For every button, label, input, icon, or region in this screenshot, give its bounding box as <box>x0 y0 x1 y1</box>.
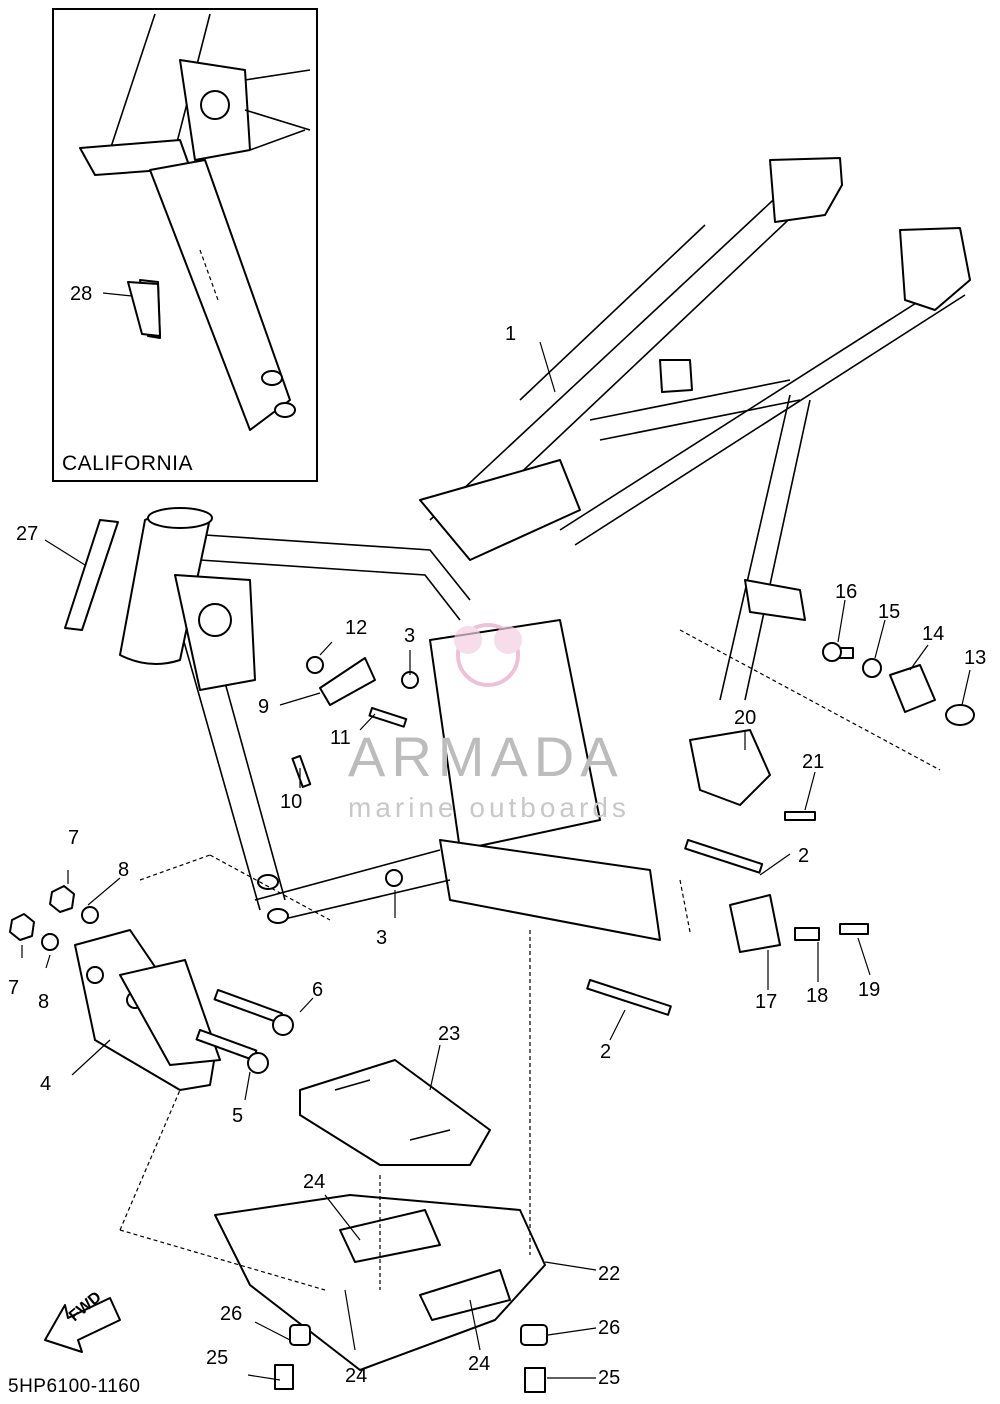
callout-23: 23 <box>438 1023 460 1045</box>
nuts-and-washers <box>9 885 99 951</box>
callout-13: 13 <box>964 647 986 669</box>
main-frame <box>119 157 971 941</box>
callout-26: 26 <box>220 1303 242 1325</box>
callout-5: 5 <box>232 1105 243 1127</box>
skid-plate <box>214 1059 548 1393</box>
callout-26: 26 <box>598 1317 620 1339</box>
drawing-code: 5HP6100-1160 <box>8 1376 141 1397</box>
callout-25: 25 <box>206 1347 228 1369</box>
leader-lines <box>21 292 971 1381</box>
callout-24: 24 <box>468 1353 490 1375</box>
callout-9: 9 <box>258 696 269 718</box>
callout-2: 2 <box>798 845 809 867</box>
watermark-logo-icon <box>454 623 522 687</box>
callout-18: 18 <box>806 985 828 1007</box>
watermark-tagline: marine outboards <box>348 792 630 823</box>
callout-8: 8 <box>38 991 49 1013</box>
callout-15: 15 <box>878 601 900 623</box>
callout-21: 21 <box>802 751 824 773</box>
callout-2: 2 <box>600 1041 611 1063</box>
callout-19: 19 <box>858 979 880 1001</box>
california-inset-frame <box>52 8 318 482</box>
callout-8: 8 <box>118 859 129 881</box>
callout-1: 1 <box>505 323 516 345</box>
callout-6: 6 <box>312 979 323 1001</box>
engine-bracket <box>74 929 294 1091</box>
callout-7: 7 <box>68 827 79 849</box>
callout-3: 3 <box>404 625 415 647</box>
fwd-arrow-icon <box>44 1297 121 1353</box>
watermark-name: ARMADA <box>348 725 624 788</box>
callout-12: 12 <box>345 617 367 639</box>
callout-16: 16 <box>835 581 857 603</box>
callout-labels: 1 2 2 3 3 4 5 6 7 7 8 8 9 10 11 12 13 14… <box>8 283 986 1389</box>
callout-11: 11 <box>330 727 351 749</box>
callout-22: 22 <box>598 1263 620 1285</box>
callout-10: 10 <box>280 791 302 813</box>
inset-label: CALIFORNIA <box>62 452 194 475</box>
inset-frame-detail <box>79 13 311 431</box>
callout-24: 24 <box>345 1365 367 1387</box>
callout-7: 7 <box>8 977 19 999</box>
callout-24: 24 <box>303 1171 325 1193</box>
callout-28: 28 <box>70 283 92 305</box>
callout-20: 20 <box>734 707 756 729</box>
callout-14: 14 <box>922 623 944 645</box>
callout-4: 4 <box>40 1073 51 1095</box>
callout-25: 25 <box>598 1367 620 1389</box>
callout-27: 27 <box>16 523 38 545</box>
callout-3: 3 <box>376 927 387 949</box>
callout-17: 17 <box>755 991 777 1013</box>
decal-strips <box>64 281 161 631</box>
rear-mount-parts <box>586 642 975 1016</box>
